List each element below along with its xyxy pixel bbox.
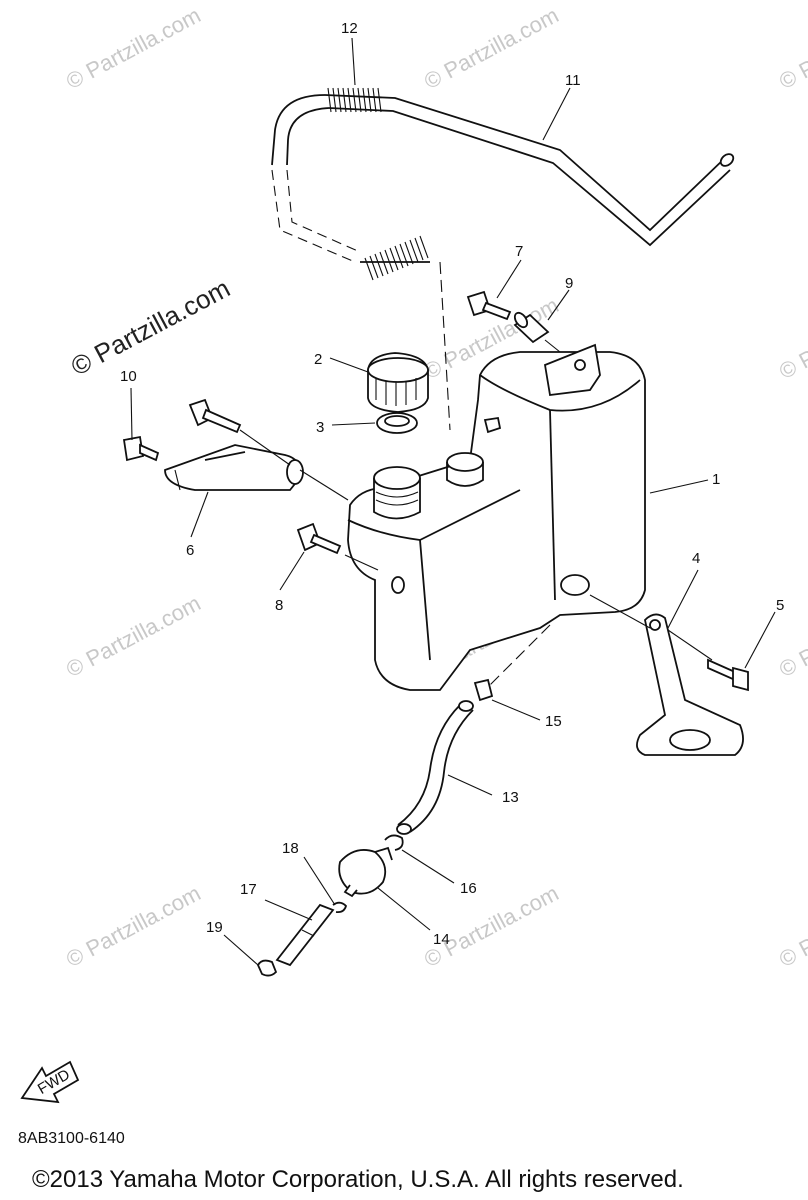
callout-7: 7 — [515, 243, 523, 260]
bolt-8 — [296, 522, 342, 555]
filler-neck — [373, 466, 421, 520]
callout-19: 19 — [206, 919, 223, 936]
callout-12: 12 — [341, 20, 358, 37]
callout-8: 8 — [275, 597, 283, 614]
callout-3: 3 — [316, 419, 324, 436]
callout-5: 5 — [776, 597, 784, 614]
callout-6: 6 — [186, 542, 194, 559]
callout-17: 17 — [240, 881, 257, 898]
oil-tank — [347, 343, 646, 691]
breather-nipple — [483, 416, 502, 434]
oil-filter — [338, 846, 393, 898]
bolt-right — [707, 658, 749, 692]
callout-1: 1 — [712, 471, 720, 488]
cap-gasket-inner — [384, 415, 410, 427]
right-bracket — [636, 613, 744, 756]
bolt-7 — [466, 290, 512, 321]
callout-18: 18 — [282, 840, 299, 857]
hose-clip — [473, 678, 494, 702]
callout-11: 11 — [565, 72, 581, 89]
callout-14: 14 — [433, 931, 450, 948]
clamp-19 — [256, 959, 278, 977]
callout-2: 2 — [314, 351, 322, 368]
callout-4: 4 — [692, 550, 700, 567]
fwd-arrow-icon: FWD — [20, 1060, 80, 1104]
bolt-10 — [122, 435, 160, 462]
collar — [513, 311, 550, 344]
oil-tank-cap — [367, 352, 429, 413]
copyright-notice: ©2013 Yamaha Motor Corporation, U.S.A. A… — [32, 1166, 684, 1193]
hose-clip-lower — [384, 834, 404, 851]
bolt-upper-left — [188, 398, 242, 434]
callout-13: 13 — [502, 789, 519, 806]
left-bracket — [164, 444, 304, 491]
callout-9: 9 — [565, 275, 573, 292]
clip-18 — [332, 901, 348, 914]
callout-10: 10 — [120, 368, 137, 385]
breather-hose — [271, 94, 735, 263]
drawing-code: 8AB3100-6140 — [18, 1130, 125, 1147]
oil-hose — [396, 700, 474, 835]
callout-15: 15 — [545, 713, 562, 730]
callout-16: 16 — [460, 880, 477, 897]
short-hose — [275, 903, 335, 967]
hose-spring — [327, 87, 430, 281]
